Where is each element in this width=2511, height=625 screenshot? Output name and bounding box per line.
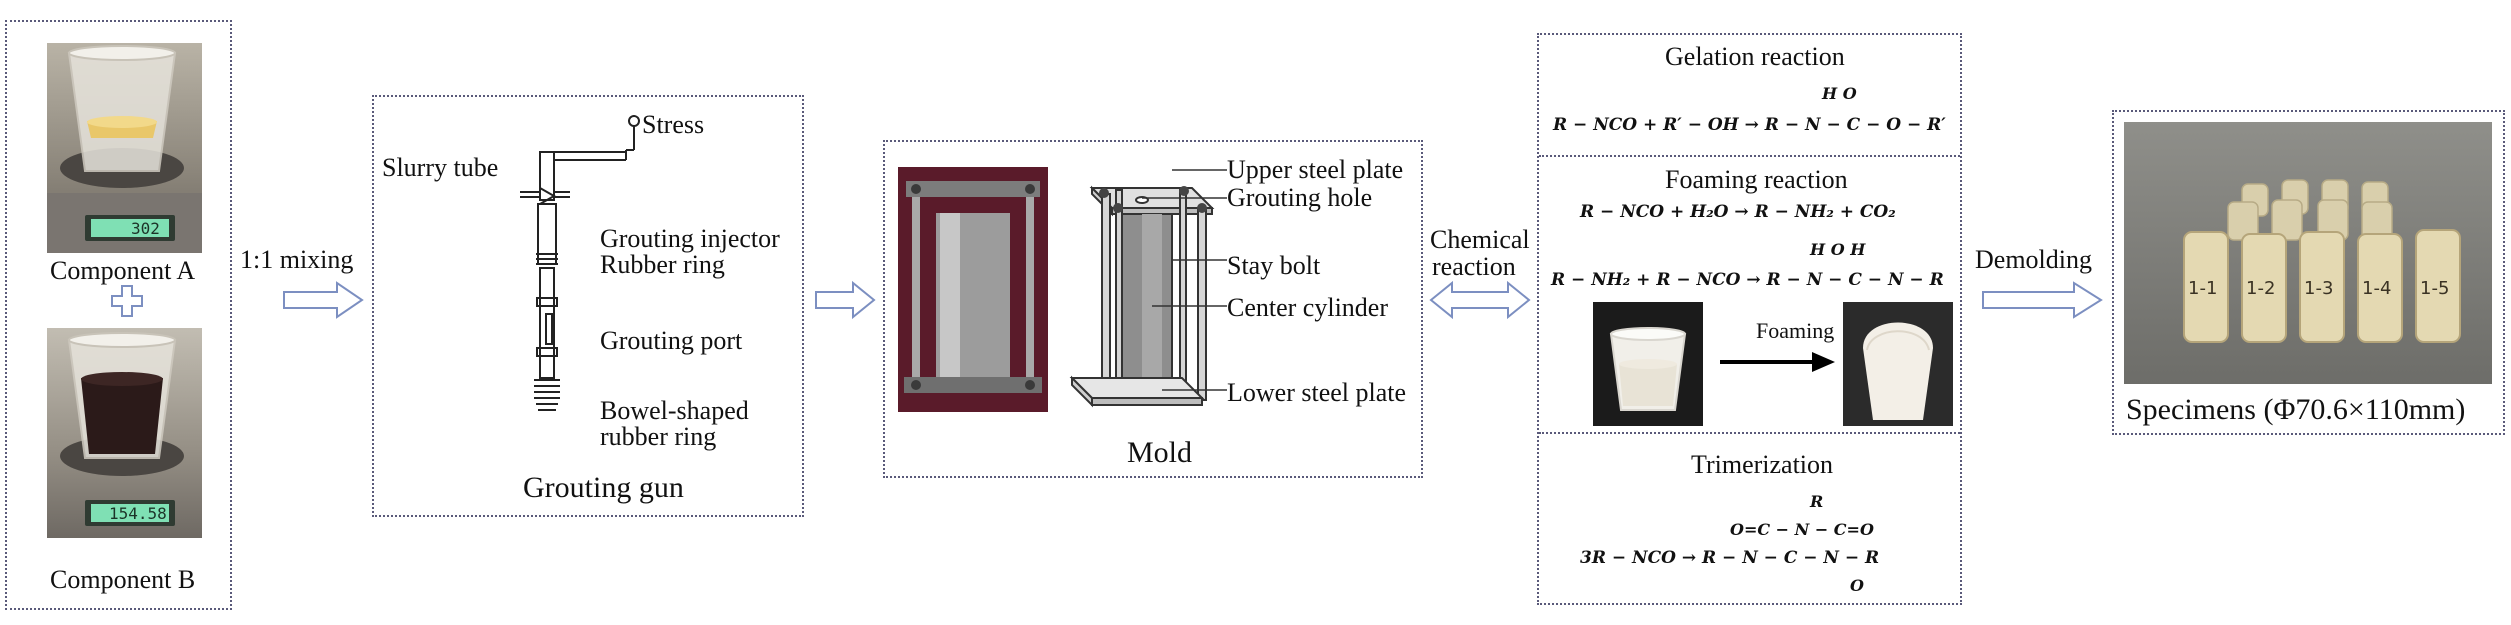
chemical-reaction-line2: reaction [1432,252,1516,281]
mold-title: Mold [1127,436,1193,469]
trimer-top-line: O=C − N − C=O [1730,520,1874,539]
foam-after-photo [1843,302,1953,426]
foam-before-photo [1593,302,1703,426]
lower-steel-plate-label: Lower steel plate [1227,378,1407,407]
chemical-reaction-line1: Chemical [1430,225,1530,254]
scale-a-readout: 302 [131,219,160,238]
foaming-equation-1: R − NCO + H₂O → R − NH₂ + CO₂ [1580,202,1896,222]
reactions-divider-2 [1539,432,1960,434]
bowel-label-line2: rubber ring [600,422,717,451]
specimens-photo: 1-1 1-2 1-3 1-4 1-5 [2124,122,2492,384]
foaming-above-marks: H O H [1810,240,1866,259]
foaming-title: Foaming reaction [1665,165,1848,194]
stay-bolt-label: Stay bolt [1227,251,1321,280]
specimen-label-3: 1-3 [2304,278,2333,299]
mold-photo [898,167,1048,412]
bowel-label-line1: Bowel-shaped [600,396,749,425]
gelation-title: Gelation reaction [1665,42,1845,71]
scale-b-readout: 154.58 [109,504,167,523]
component-b-label: Component B [50,565,196,594]
double-arrow-icon [1429,280,1531,320]
arrow-right-icon [1720,352,1835,372]
foaming-equation-2: R − NH₂ + R − NCO → R − N − C − N − R [1551,270,1944,290]
specimens-caption: Specimens (Φ70.6×110mm) [2126,393,2466,426]
grouting-gun-panel [372,95,804,517]
stress-label: Stress [642,110,705,139]
specimen-label-2: 1-2 [2246,278,2275,299]
gelation-equation: R − NCO + R′ − OH → R − N − C − O − R′ [1553,115,1946,135]
specimen-label-5: 1-5 [2420,278,2449,299]
arrow-right-icon [1982,281,2103,319]
mold-schematic [1069,185,1215,408]
demolding-label: Demolding [1975,245,2092,274]
slurry-tube-label: Slurry tube [382,153,499,182]
rubber-ring-label: Rubber ring [600,250,725,279]
grouting-gun-drawing [520,115,640,411]
arrow-right-icon [283,281,364,319]
trimerization-title: Trimerization [1691,450,1834,479]
component-b-photo: 154.58 [47,328,202,538]
gelation-above-marks: H O [1822,84,1857,103]
grouting-hole-label: Grouting hole [1227,183,1373,212]
center-cylinder-label: Center cylinder [1227,293,1388,322]
component-a-label: Component A [50,256,196,285]
specimen-label-4: 1-4 [2362,278,2391,299]
trimer-equation: 3R − NCO → R − N − C − N − R [1580,548,1880,568]
upper-steel-plate-label: Upper steel plate [1227,155,1404,184]
grouting-gun-title: Grouting gun [523,471,684,504]
component-a-photo: 302 [47,43,202,253]
mold-leader-lines [1142,169,1227,391]
grouting-injector-label: Grouting injector [600,224,780,253]
reactions-divider-1 [1539,155,1960,157]
grouting-port-label: Grouting port [600,326,743,355]
plus-icon [111,285,143,317]
trimer-o-mark: O [1850,576,1864,595]
arrow-right-icon [815,280,876,320]
mixing-label: 1:1 mixing [240,245,354,274]
foaming-arrow-label: Foaming [1756,318,1835,343]
specimen-label-1: 1-1 [2188,278,2217,299]
trimer-r-mark: R [1810,492,1824,511]
